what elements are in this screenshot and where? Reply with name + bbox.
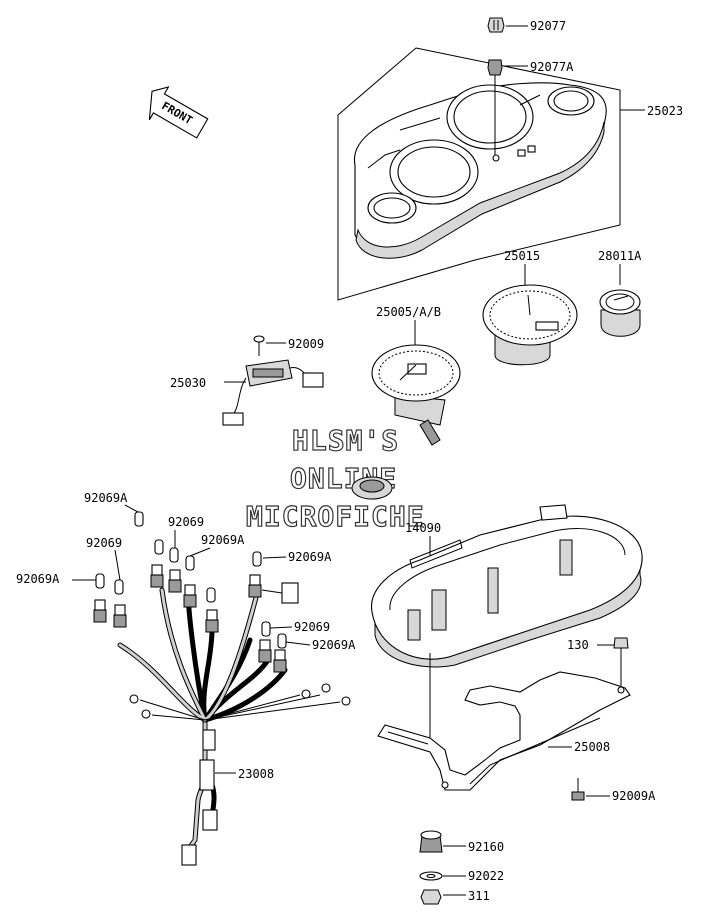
bracket-25008 [377,671,631,791]
label-92069A-right: 92069A [288,550,332,564]
label-14090: 14090 [405,521,441,535]
label-92069-c: 92069 [294,620,330,634]
meter-cover [353,82,607,259]
meter-case-14090 [371,504,643,740]
label-25005: 25005/A/B [376,305,441,319]
gauge-28011A [599,289,641,337]
part-311-nut [420,889,442,905]
watermark-line1: HLSM'S [292,424,399,457]
watermark: HLSM'S ONLINE MICROFICHE [245,423,425,533]
label-92009: 92009 [288,337,324,351]
label-92160: 92160 [468,840,504,854]
label-92069A-left: 92069A [16,572,60,586]
label-25030: 25030 [170,376,206,390]
label-92069A-c: 92069A [312,638,356,652]
front-arrow-marker: FRONT [148,86,209,139]
tachometer-25015 [482,284,578,366]
part-92009-screw [253,335,265,356]
sensor-unit-25030 [222,359,324,426]
label-92069-b: 92069 [86,536,122,550]
label-92022: 92022 [468,869,504,883]
label-92077A: 92077A [530,60,574,74]
label-311: 311 [468,889,490,903]
part-130-bolt [613,637,629,690]
label-23008: 23008 [238,767,274,781]
part-92077-cap [487,17,505,33]
bulb-sockets [93,564,287,673]
grommet [351,476,393,500]
label-92069A-b: 92069A [201,533,245,547]
bulbs [95,511,287,649]
part-92022-washer [419,871,443,881]
label-92069A-top: 92069A [84,491,128,505]
label-92069-a: 92069 [168,515,204,529]
label-25008: 25008 [574,740,610,754]
part-92160-damper [419,830,443,853]
label-25023: 25023 [647,104,683,118]
label-92009A: 92009A [612,789,656,803]
label-25015: 25015 [504,249,540,263]
label-92077: 92077 [530,19,566,33]
watermark-line3: MICROFICHE [246,500,425,533]
cover-box-outline [337,47,621,301]
speedometer-25005 [371,344,461,446]
label-28011A: 28011A [598,249,642,263]
part-92009A-screw [571,778,585,801]
label-130: 130 [567,638,589,652]
wire-harness-23008 [117,582,351,866]
part-92077A-screw [487,59,503,155]
